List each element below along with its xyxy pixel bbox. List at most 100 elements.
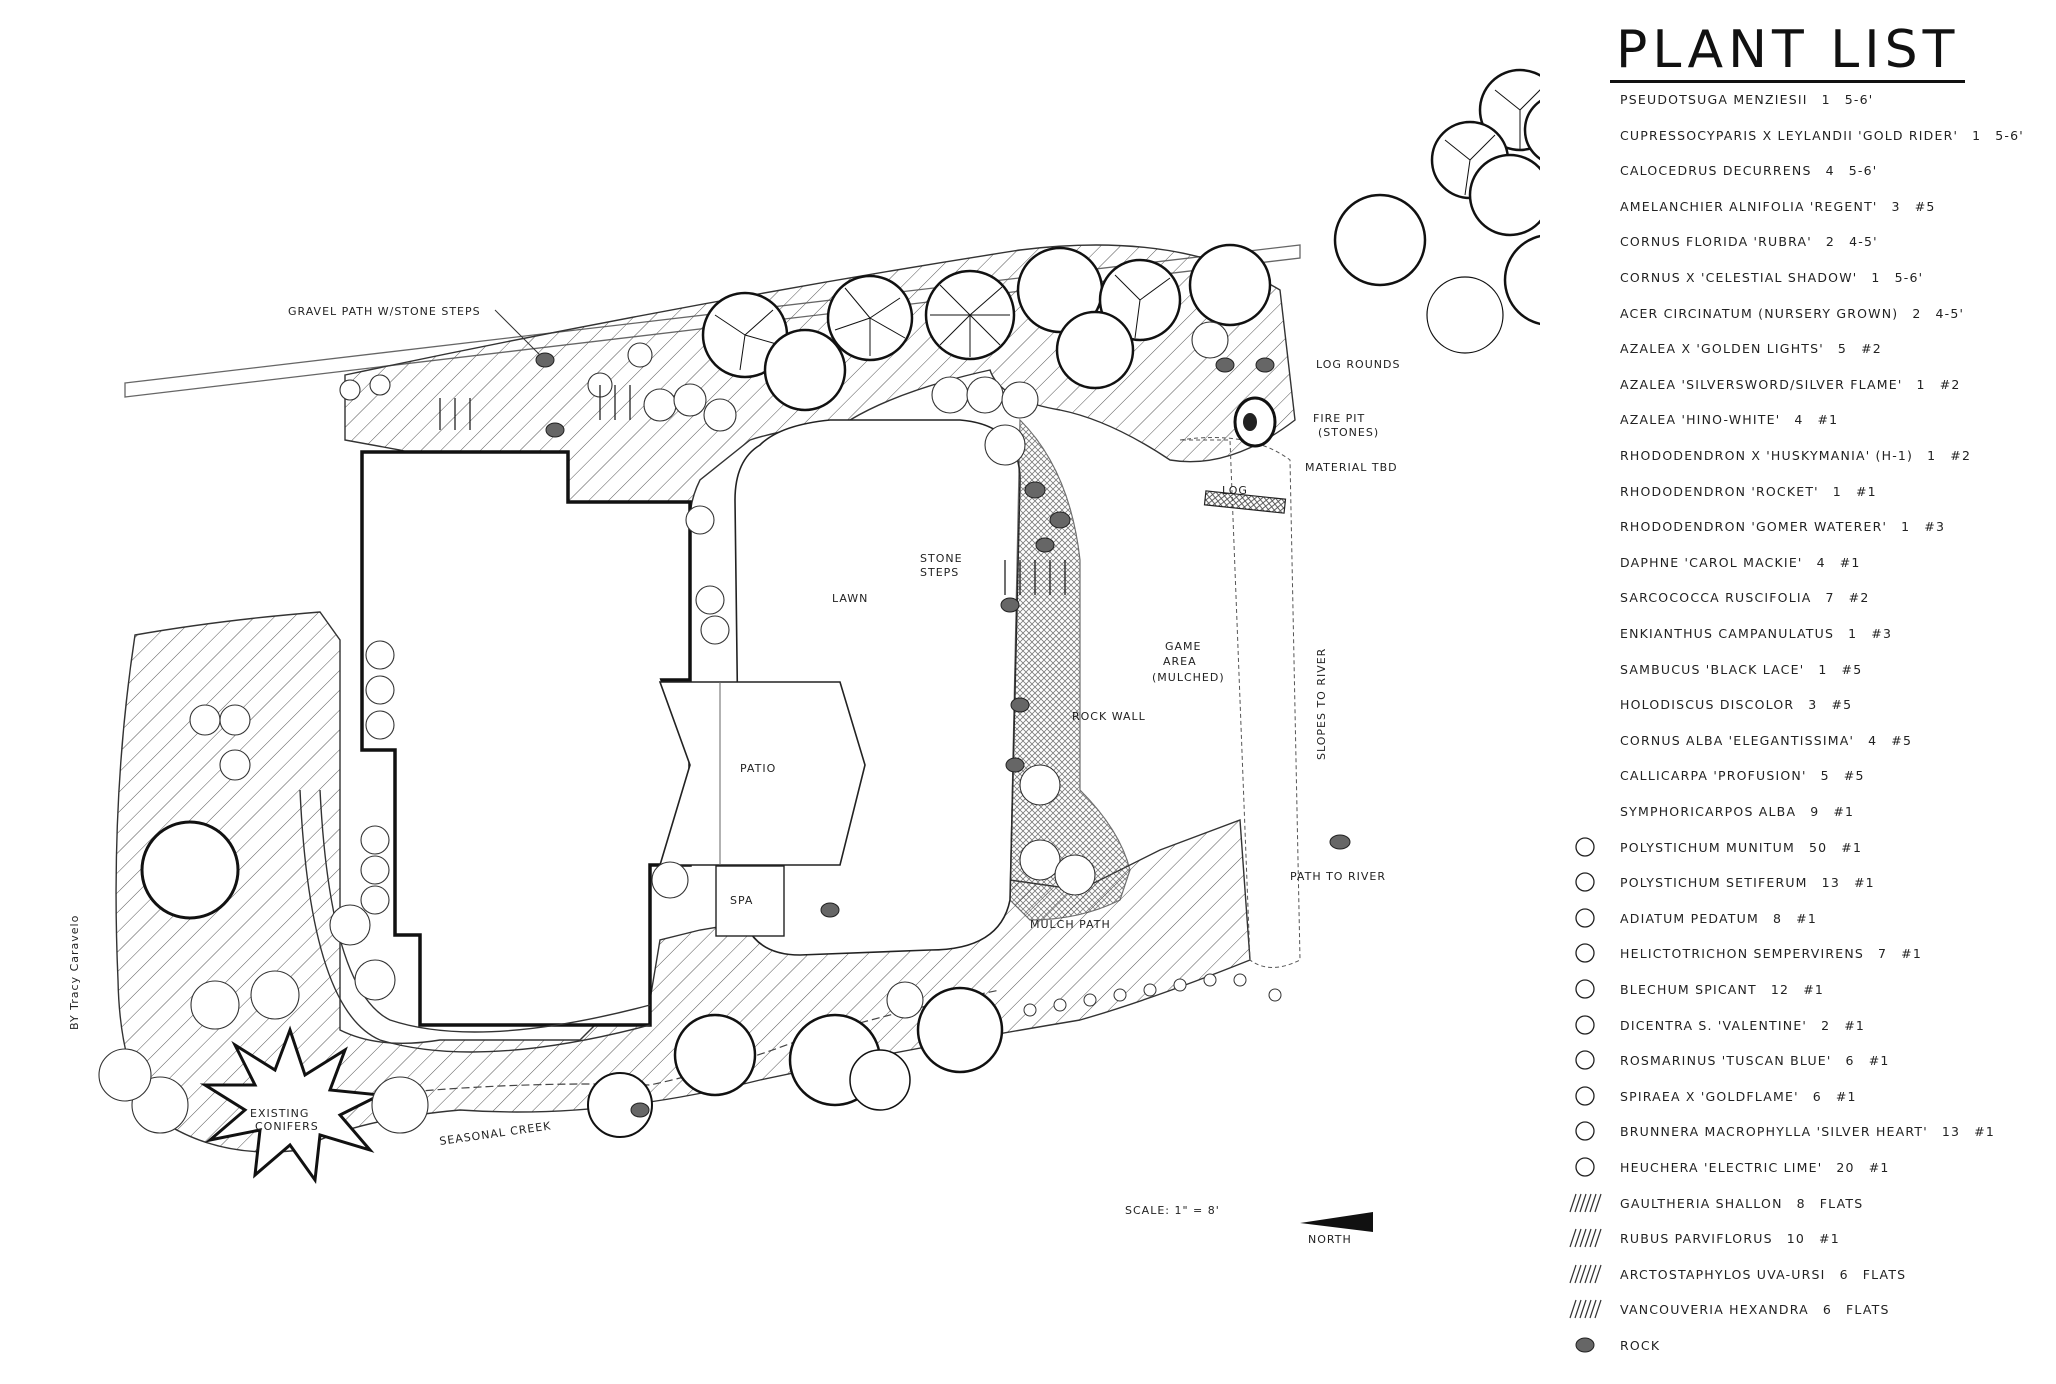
- plant-name: BLECHUM SPICANT: [1620, 982, 1757, 997]
- plant-entry: SPIRAEA x 'GOLDFLAME'6#1: [1620, 1089, 1857, 1104]
- plant-name: SAMBUCUS 'BLACK LACE': [1620, 661, 1805, 677]
- trees: [140, 68, 1540, 1138]
- plant-qty: 1: [1916, 376, 1926, 392]
- plant-name: SPIRAEA x 'GOLDFLAME': [1620, 1088, 1799, 1104]
- plant-qty: 4: [1794, 412, 1804, 428]
- plant-entry: AZALEA x 'GOLDEN LIGHTS'5#2: [1620, 341, 1882, 356]
- plant-qty: 6: [1839, 1266, 1849, 1282]
- label-slopes: SLOPES TO RIVER: [1315, 648, 1328, 760]
- plant-size: #1: [1841, 839, 1863, 855]
- plant-entry: RHODODENDRON 'GOMER WATERER'1#3: [1620, 519, 1945, 534]
- plant-size: #1: [1844, 1017, 1866, 1033]
- plant-symbol-icon: [1575, 1086, 1595, 1106]
- plant-size: #1: [1835, 1088, 1857, 1104]
- plant-name: PSEUDOTSUGA MENZIESII: [1620, 92, 1808, 107]
- plant-symbol-icon: [1575, 1337, 1595, 1353]
- plant-qty: 9: [1810, 804, 1820, 819]
- plant-name: AZALEA 'HINO-WHITE': [1620, 412, 1781, 428]
- plant-name: AZALEA 'SILVERSWORD/SILVER FLAME': [1620, 376, 1903, 392]
- plant-qty: 2: [1825, 234, 1836, 250]
- plant-name: RHODODENDRON 'GOMER WATERER': [1620, 519, 1888, 535]
- plant-entry: CUPRESSOCYPARIS x LEYLANDII 'GOLD RIDER'…: [1620, 128, 2024, 143]
- plant-name: GAULTHERIA SHALLON: [1620, 1195, 1783, 1211]
- plant-size: #3: [1924, 519, 1946, 535]
- plant-qty: 7: [1878, 946, 1888, 962]
- plant-entry: POLYSTICHUM MUNITUM 50 #1: [1620, 840, 1862, 855]
- label-north: NORTH: [1308, 1233, 1352, 1246]
- plant-size: 5-6': [1844, 92, 1874, 107]
- plant-entry: DICENTRA S. 'VALENTINE'2#1: [1620, 1018, 1865, 1033]
- plant-size: #1: [1819, 1231, 1840, 1247]
- plant-name: HOLODISCUS DISCOLOR: [1620, 697, 1795, 713]
- driveway: [299, 789, 651, 1053]
- plant-size: #2: [1950, 448, 1972, 463]
- plant-name: ACER CIRCINATUM (NURSERY GROWN): [1620, 305, 1899, 321]
- label-existing-2: CONIFERS: [255, 1120, 319, 1133]
- plant-size: 5-6': [1894, 270, 1924, 285]
- label-lawn: LAWN: [832, 592, 868, 605]
- plant-qty: 50: [1808, 839, 1828, 855]
- plant-list-title: PLANT LIST: [1610, 20, 1966, 83]
- plant-qty: 3: [1891, 198, 1901, 214]
- plant-qty: 6: [1845, 1053, 1855, 1069]
- plant-name: POLYSTICHUM MUNITUM: [1620, 839, 1795, 855]
- plant-size: #5: [1831, 697, 1853, 713]
- plant-size: #1: [1839, 554, 1861, 570]
- label-material-tbd: MATERIAL TBD: [1305, 461, 1398, 474]
- plant-size: #5: [1843, 768, 1865, 784]
- plant-entry: AZALEA 'HINO-WHITE' 4 #1: [1620, 412, 1838, 427]
- plant-size: #2: [1861, 341, 1882, 357]
- plant-size: #1: [1974, 1124, 1995, 1140]
- landscape-plan: GRAVEL PATH W/STONE STEPS LOG ROUNDS FIR…: [68, 68, 1540, 1246]
- label-patio: PATIO: [740, 762, 776, 775]
- patio: [658, 681, 866, 866]
- plant-entry: CORNUS ALBA 'ELEGANTISSIMA'4#5: [1620, 733, 1912, 748]
- plant-entry: CORNUS x 'CELESTIAL SHADOW'15-6': [1620, 270, 1923, 285]
- plant-qty: 1: [1821, 92, 1831, 107]
- plant-name: CALOCEDRUS DECURRENS: [1620, 163, 1812, 179]
- plant-size: #2: [1848, 590, 1870, 606]
- plant-entry: ACER CIRCINATUM (NURSERY GROWN) 2 4-5': [1620, 306, 1964, 321]
- plant-qty: 12: [1770, 982, 1790, 997]
- plant-symbol-icon: [1575, 872, 1595, 892]
- plant-size: FLATS: [1819, 1195, 1864, 1211]
- spa: [715, 865, 785, 937]
- plant-name: CALLICARPA 'PROFUSION': [1620, 768, 1807, 784]
- plant-symbol-icon: [1575, 979, 1595, 999]
- plant-qty: 5: [1837, 341, 1848, 357]
- label-log-rounds: LOG ROUNDS: [1316, 358, 1400, 371]
- plant-name: VANCOUVERIA HEXANDRA: [1620, 1302, 1809, 1318]
- plant-size: 4-5': [1935, 305, 1965, 321]
- rock-symbols: [535, 352, 1351, 1118]
- plant-entry: SAMBUCUS 'BLACK LACE'1#5: [1620, 662, 1862, 677]
- label-spa: SPA: [730, 894, 753, 907]
- plant-qty: 1: [1871, 270, 1881, 285]
- label-stone-steps-1: STONE: [920, 552, 963, 565]
- plant-qty: 20: [1836, 1160, 1855, 1175]
- label-log: LOG: [1222, 484, 1248, 497]
- existing-conifers-symbol: [199, 1025, 386, 1185]
- plant-size: #1: [1817, 412, 1839, 428]
- plant-name: CUPRESSOCYPARIS x LEYLANDII 'GOLD RIDER': [1620, 127, 1959, 143]
- plant-name: HELICTOTRICHON SEMPERVIRENS: [1620, 946, 1865, 962]
- plant-name: RHODODENDRON x 'HUSKYMANIA' (H-1): [1620, 448, 1914, 463]
- north-arrow: [1300, 1212, 1373, 1232]
- plant-qty: 13: [1821, 875, 1840, 891]
- plant-entry: RHODODENDRON x 'HUSKYMANIA' (H-1)1#2: [1620, 448, 1971, 463]
- plant-symbol-icon: [1569, 1300, 1602, 1319]
- plant-symbol-icon: [1575, 836, 1595, 857]
- plant-entry: RHODODENDRON 'ROCKET'1#1: [1620, 484, 1877, 499]
- plant-qty: 10: [1786, 1231, 1806, 1247]
- plant-qty: 2: [1912, 305, 1922, 321]
- plant-qty: 8: [1772, 910, 1783, 926]
- plant-size: #5: [1841, 661, 1863, 677]
- plant-name: ADIATUM PEDATUM: [1620, 910, 1759, 926]
- label-path-to-river: PATH TO RIVER: [1290, 870, 1386, 883]
- label-scale: SCALE: 1" = 8': [1125, 1204, 1220, 1217]
- plant-entry: CALLICARPA 'PROFUSION'5#5: [1620, 768, 1865, 783]
- plant-name: SARCOCOCCA RUSCIFOLIA: [1620, 590, 1812, 606]
